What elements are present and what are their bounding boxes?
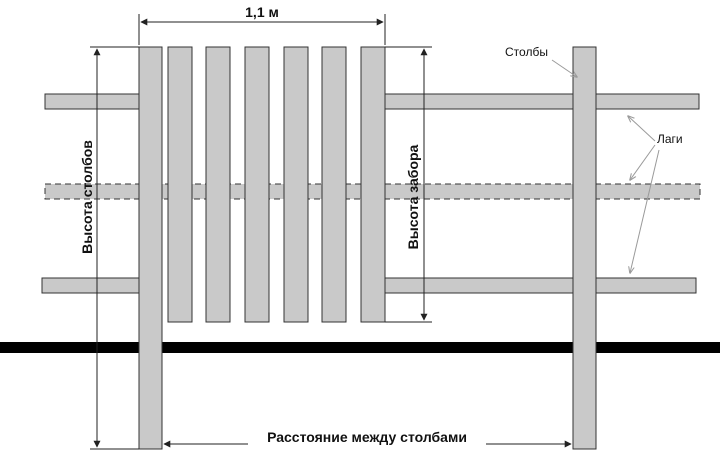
- post-height-label: Высота столбов: [79, 140, 95, 254]
- rail-top-left: [44, 93, 142, 110]
- posts-callout-leader: [551, 59, 577, 77]
- rails-callout-label: Лаги: [657, 132, 683, 146]
- fence-height-label: Высота забора: [405, 144, 421, 249]
- picket-2: [205, 46, 231, 323]
- post-right: [572, 46, 597, 450]
- picket-5: [321, 46, 347, 323]
- width-dimension-label: 1,1 м: [245, 4, 279, 20]
- picket-3: [244, 46, 270, 323]
- ground-line: [0, 342, 720, 353]
- post-spacing-label: Расстояние между столбами: [267, 429, 467, 445]
- width-dimension: [138, 14, 386, 45]
- rail-top-right: [383, 93, 700, 110]
- rail-bottom-right: [383, 277, 697, 294]
- post-left: [138, 46, 163, 450]
- picket-4: [283, 46, 309, 323]
- fence-height-dimension: [385, 46, 432, 323]
- posts: [138, 46, 597, 450]
- picket-6: [360, 46, 386, 323]
- rails-callout-leaders: [628, 116, 660, 273]
- post-height-dimension: [90, 46, 139, 450]
- pickets: [167, 46, 386, 323]
- posts-callout-label: Столбы: [505, 45, 548, 59]
- picket-1: [167, 46, 193, 323]
- rail-bottom-left: [41, 277, 142, 294]
